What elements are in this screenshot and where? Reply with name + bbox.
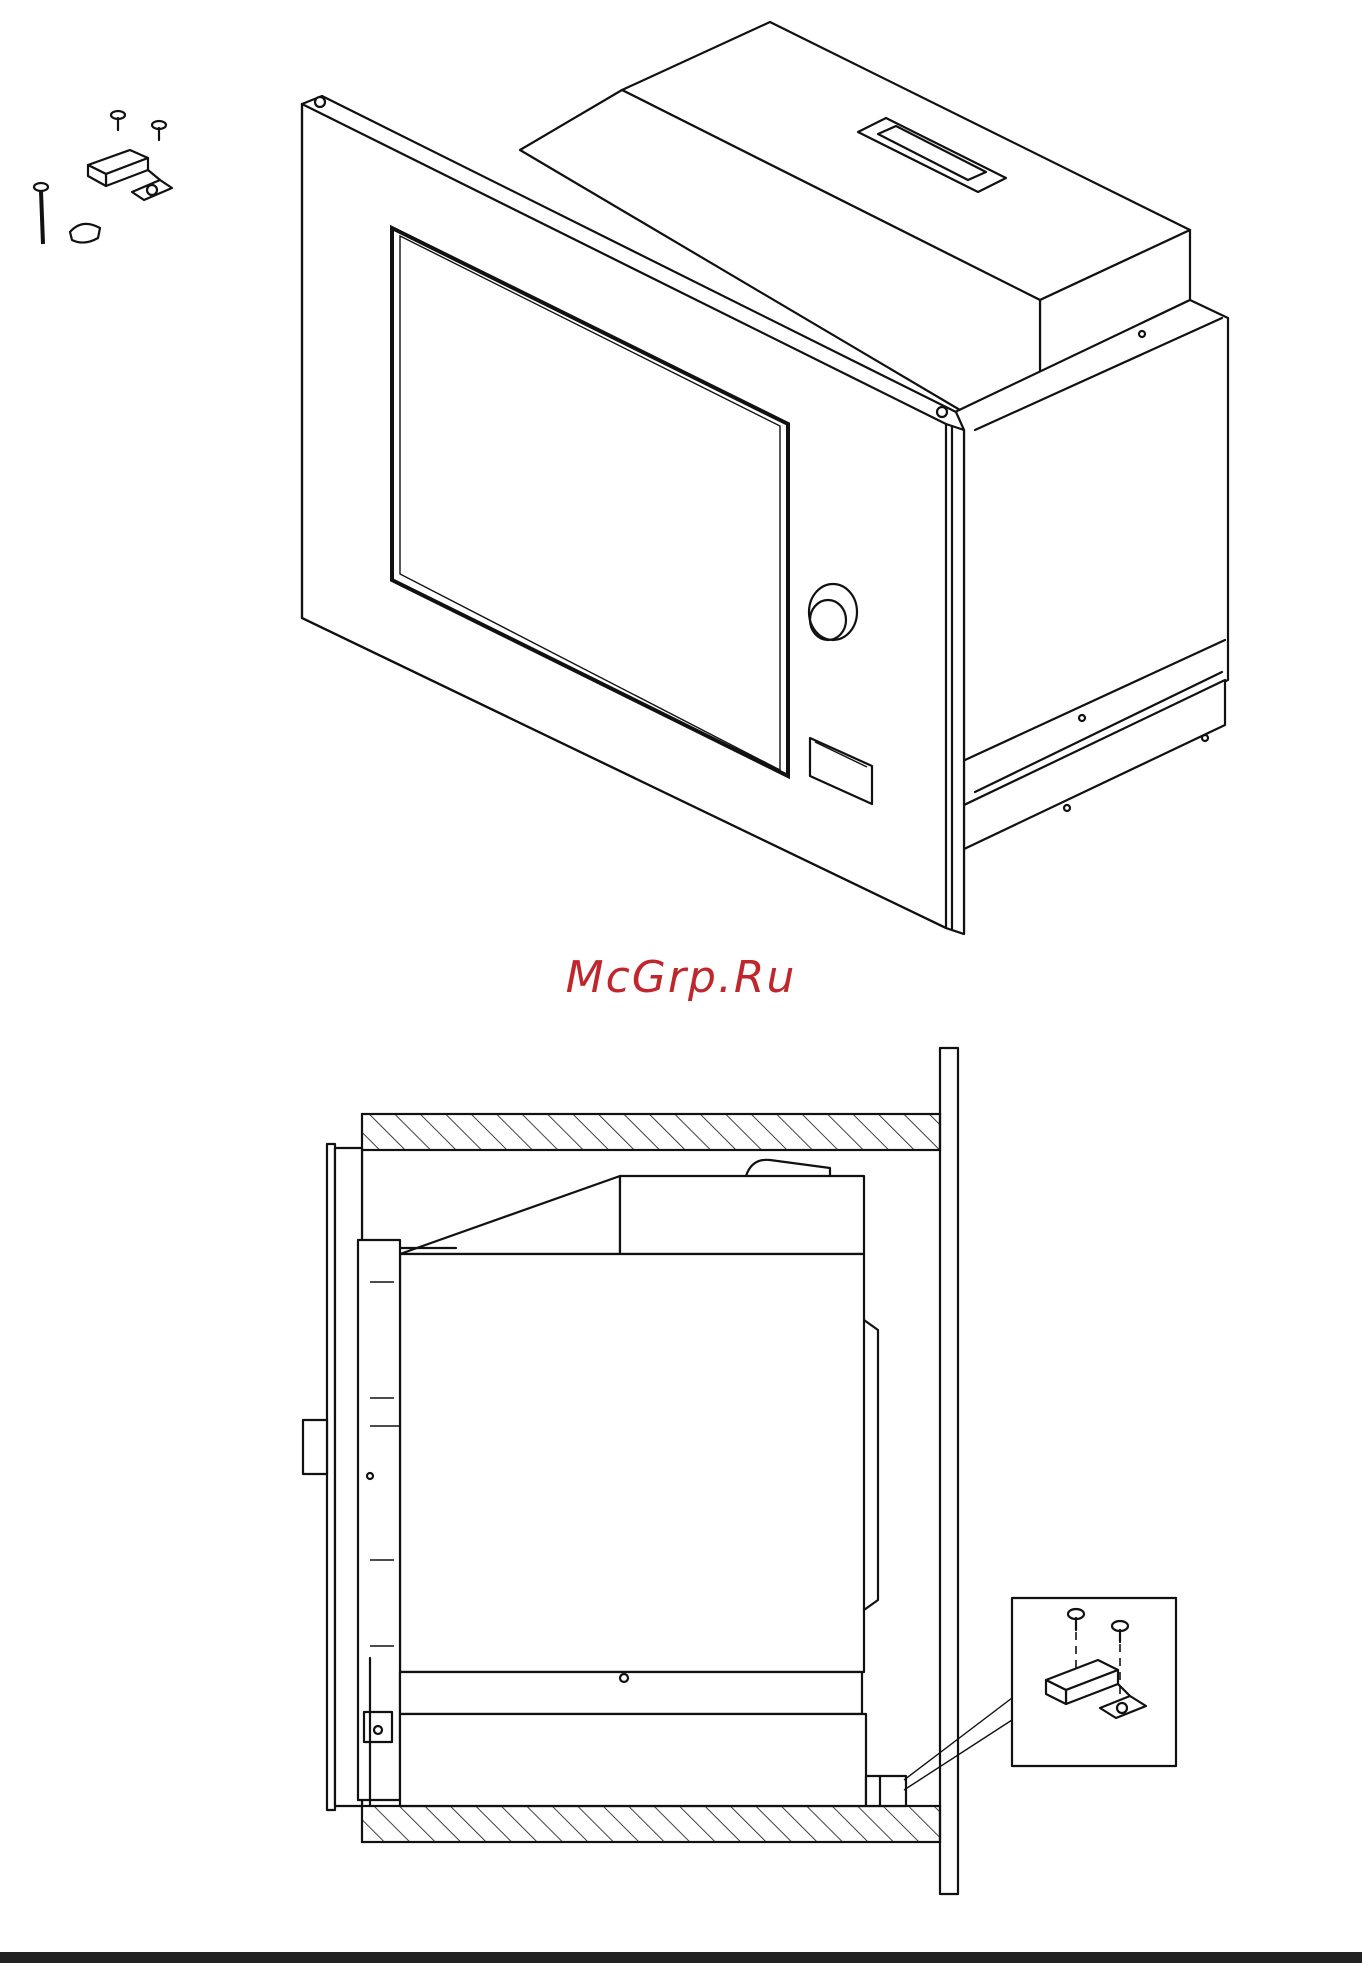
page-bottom-rule — [0, 1952, 1362, 1963]
accessory-kit — [34, 111, 172, 244]
bracket-icon — [88, 150, 172, 200]
screw-long-icon — [34, 183, 48, 244]
bracket-callout — [1012, 1598, 1176, 1766]
cabinet-bottom — [362, 1806, 940, 1842]
oven-body — [358, 1160, 906, 1806]
installation-section-drawing — [0, 1000, 1362, 1960]
cap-icon — [70, 224, 100, 243]
control-knob-icon — [809, 584, 857, 640]
oven-isometric-drawing — [0, 0, 1362, 960]
oven-front-panel — [303, 1144, 362, 1810]
cabinet-top — [362, 1114, 940, 1150]
screw-short-icon — [111, 111, 125, 130]
screw-short-icon — [152, 121, 166, 140]
watermark-text: McGrp.Ru — [0, 952, 1362, 1003]
wall-panel — [940, 1048, 958, 1894]
